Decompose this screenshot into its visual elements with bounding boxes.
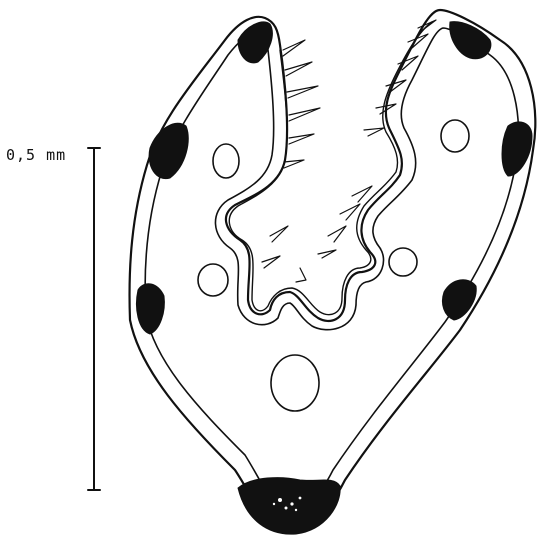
- outer-wall: [130, 10, 536, 533]
- scale-bar: [88, 148, 100, 490]
- spines: [262, 20, 436, 282]
